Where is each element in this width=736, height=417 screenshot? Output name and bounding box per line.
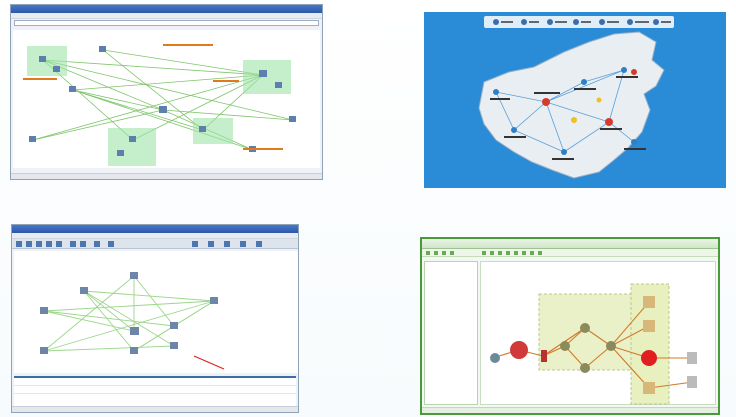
map-network-panel — [424, 12, 726, 188]
map-toolbar — [484, 16, 674, 28]
tree-item[interactable] — [425, 269, 477, 276]
address-bar[interactable] — [14, 20, 319, 26]
topology-diagram — [23, 44, 296, 166]
tree-item[interactable] — [425, 290, 477, 297]
topology-diagram — [40, 272, 225, 370]
tree-item[interactable] — [425, 283, 477, 290]
detail-panel — [14, 376, 296, 406]
menu-bar — [11, 13, 322, 19]
tree-item[interactable] — [425, 276, 477, 283]
topology-browser-window — [10, 4, 323, 180]
app-header — [422, 239, 718, 249]
window-title-bar — [11, 5, 322, 13]
app-toolbar — [422, 249, 718, 257]
status-bar — [422, 407, 718, 413]
green-app-window — [420, 237, 720, 415]
window-title-bar — [12, 225, 298, 233]
diagram-canvas — [480, 261, 716, 405]
tree-item[interactable] — [425, 262, 477, 269]
status-bar — [11, 173, 322, 179]
menu-bar — [12, 233, 298, 239]
status-bar — [12, 406, 298, 412]
toolbar — [12, 239, 298, 249]
detail-row — [14, 394, 296, 402]
tree-item[interactable] — [425, 297, 477, 304]
detail-row — [14, 386, 296, 394]
topology-canvas — [13, 30, 320, 168]
tree-panel — [424, 261, 478, 405]
topology-canvas — [14, 251, 298, 373]
china-map — [478, 31, 665, 179]
detail-row — [14, 378, 296, 386]
topology-manager-window — [11, 224, 299, 413]
network-diagram — [490, 283, 697, 405]
